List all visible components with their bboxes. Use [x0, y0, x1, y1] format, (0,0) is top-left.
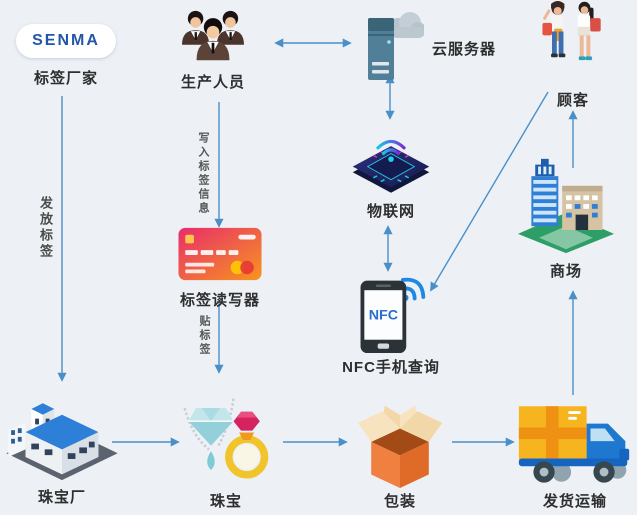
jewelry-label: 珠宝: [209, 493, 242, 510]
edge-label-write-info: 写入标签信息: [197, 132, 209, 216]
node-customers: 顾客: [538, 0, 608, 110]
node-cloud-server: 云服务器: [362, 12, 496, 84]
node-nfc-phone: NFC NFC手机查询: [342, 272, 439, 377]
node-jewelry: 珠宝: [178, 394, 274, 511]
edge-customers-nfcphone: [430, 91, 549, 292]
nfc-phone-label: NFC手机查询: [342, 359, 440, 376]
node-card-reader: 标签读写器: [176, 226, 264, 310]
customers-icon: [540, 0, 606, 84]
nfc-phone-icon: NFC: [351, 272, 431, 356]
edge-label-attach-tag: 贴标签: [198, 315, 210, 357]
mall-icon: [516, 156, 616, 254]
producers-label: 生产人员: [180, 74, 245, 91]
shipping-label: 发货运输: [542, 493, 607, 510]
mall-label: 商场: [549, 263, 582, 280]
node-iot: 物联网: [348, 126, 434, 221]
tag-maker-label: 标签厂家: [33, 70, 98, 87]
factory-icon: [6, 386, 118, 482]
senma-logo: SENMA: [16, 24, 116, 58]
edge-label-issue-tags: 发放标签: [38, 196, 53, 260]
shipping-truck-icon: [515, 398, 635, 488]
iot-chip-icon: [349, 126, 433, 196]
customers-label: 顾客: [556, 92, 589, 109]
jewelry-icon: [179, 394, 273, 486]
node-shipping: 发货运输: [514, 398, 636, 511]
node-tag-maker: SENMA 标签厂家: [16, 24, 116, 88]
node-factory: 珠宝厂: [4, 386, 120, 507]
nfc-screen-text: NFC: [369, 308, 398, 324]
package-box-icon: [354, 392, 446, 488]
producers-icon: [177, 6, 249, 66]
card-reader-label: 标签读写器: [179, 292, 260, 309]
iot-label: 物联网: [366, 203, 415, 220]
node-mall: 商场: [515, 156, 617, 281]
cloud-server-label: 云服务器: [432, 40, 497, 58]
package-label: 包装: [383, 493, 416, 510]
cloud-server-icon: [362, 12, 426, 84]
node-producers: 生产人员: [176, 6, 250, 92]
card-reader-icon: [177, 226, 263, 282]
factory-label: 珠宝厂: [37, 489, 86, 506]
node-package: 包装: [352, 392, 448, 511]
